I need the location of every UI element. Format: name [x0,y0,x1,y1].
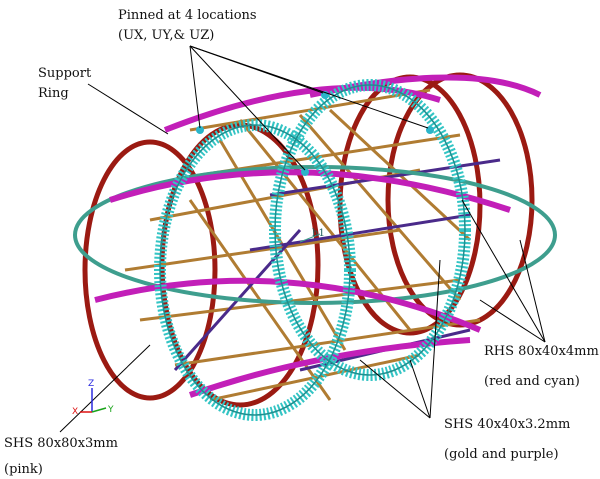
shs40-label-line2: (gold and purple) [444,447,559,462]
shs80-label-line1: SHS 80x80x3mm [4,436,118,451]
pinned-label-line2: (UX, UY,& UZ) [118,28,215,43]
triad-y-label: Y [108,405,114,415]
leader-lines [59,45,546,433]
front-ring-red [82,139,218,401]
support-label-line1: Support [38,66,92,81]
shs80-label-line2: (pink) [4,462,43,477]
shs40-label-line1: SHS 40x40x3.2mm [444,417,571,432]
triad-z-label: Z [88,379,95,389]
triad-x-label: X [72,407,79,417]
support-label-line2: Ring [38,86,69,101]
coordinate-triad [80,388,107,413]
support-rings [154,79,471,421]
rhs-label-line1: RHS 80x40x4mm [484,344,599,359]
node-tag: h1 [312,228,325,239]
pinned-label-line1: Pinned at 4 locations [118,8,257,23]
rhs-label-line2: (red and cyan) [484,374,580,389]
